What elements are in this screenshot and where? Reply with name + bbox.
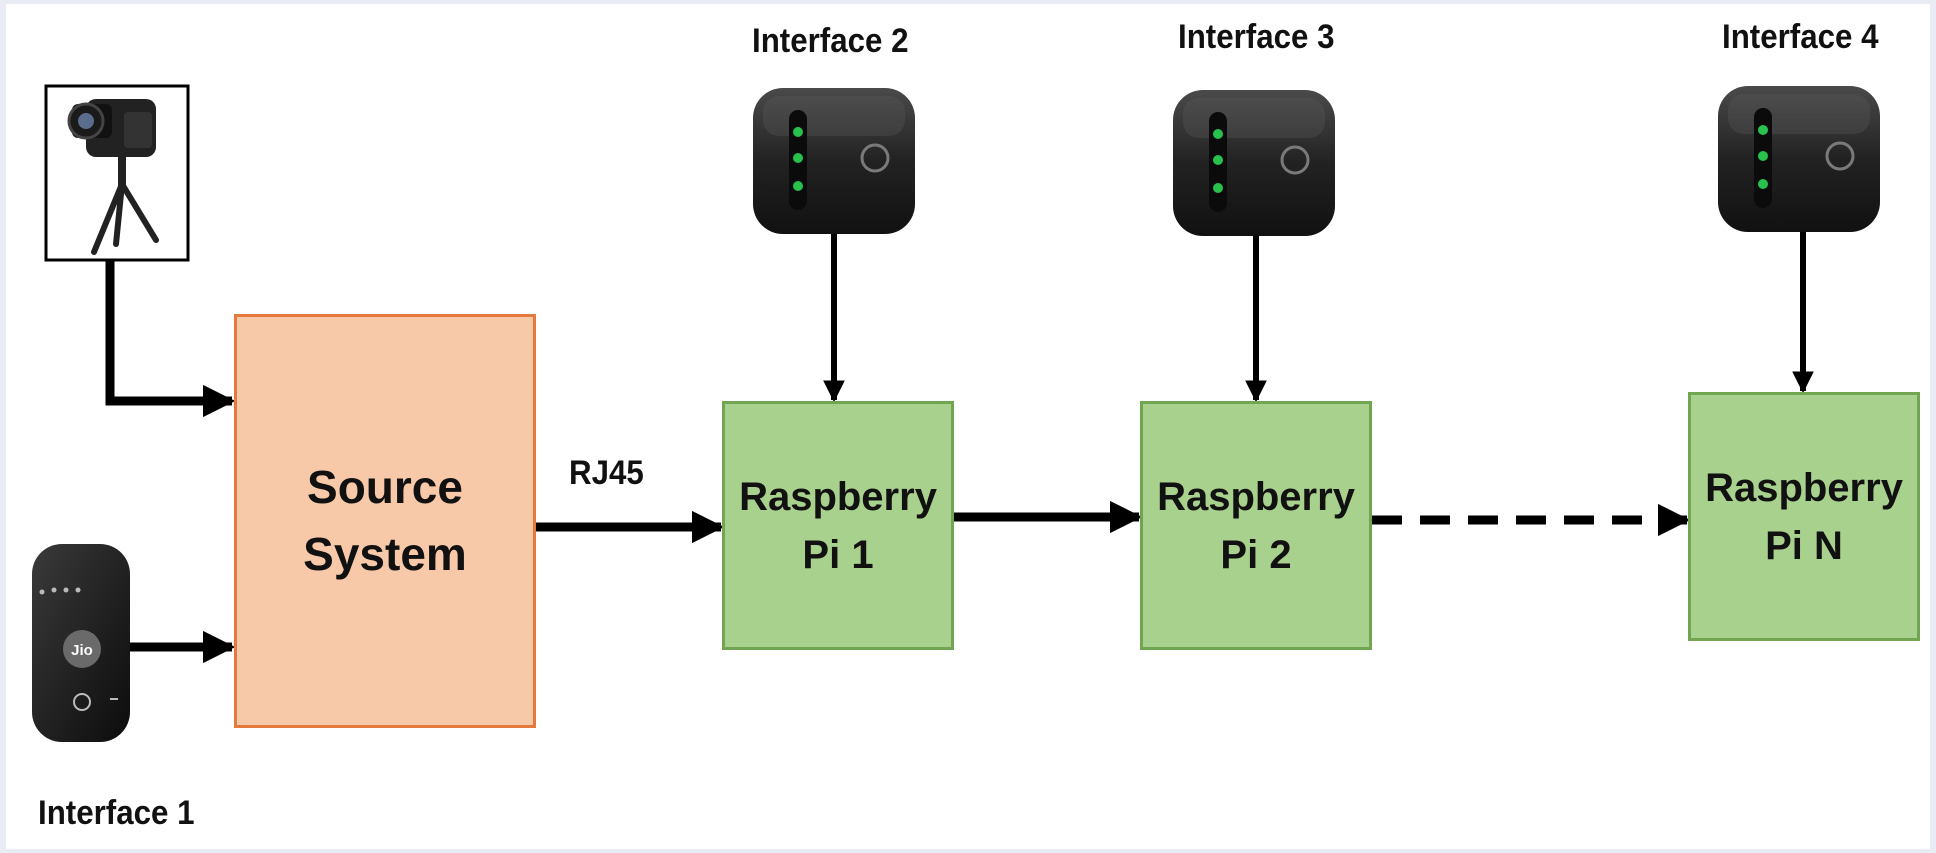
- raspberry-pi-n-label: Raspberry Pi N: [1705, 465, 1903, 568]
- interface-1-label: Interface 1: [38, 794, 195, 832]
- interface-2-label: Interface 2: [752, 22, 909, 60]
- raspberry-pi-2-node: Raspberry Pi 2: [1140, 401, 1372, 650]
- mifi-hotspot-icon: [1171, 88, 1337, 238]
- raspberry-pi-2-label: Raspberry Pi 2: [1157, 474, 1355, 577]
- interface-3-label: Interface 3: [1178, 18, 1335, 56]
- raspberry-pi-1-label: Raspberry Pi 1: [739, 474, 937, 577]
- camera-icon: [44, 84, 190, 262]
- jiofi-router-icon: Jio: [32, 544, 130, 742]
- camera-to-source-arrow: [105, 260, 236, 418]
- mifi-hotspot-icon: [1716, 84, 1882, 234]
- source-system-label: Source System: [303, 461, 467, 580]
- rj45-label: RJ45: [569, 454, 644, 492]
- source-system-node: Source System: [234, 314, 536, 728]
- diagram-canvas: Jio Source System Raspberry Pi 1 Raspber…: [6, 4, 1930, 849]
- raspberry-pi-1-node: Raspberry Pi 1: [722, 401, 954, 650]
- mifi-hotspot-icon: [751, 86, 917, 236]
- jio-logo-text: Jio: [71, 642, 93, 659]
- raspberry-pi-n-node: Raspberry Pi N: [1688, 392, 1920, 641]
- interface-4-label: Interface 4: [1722, 18, 1879, 56]
